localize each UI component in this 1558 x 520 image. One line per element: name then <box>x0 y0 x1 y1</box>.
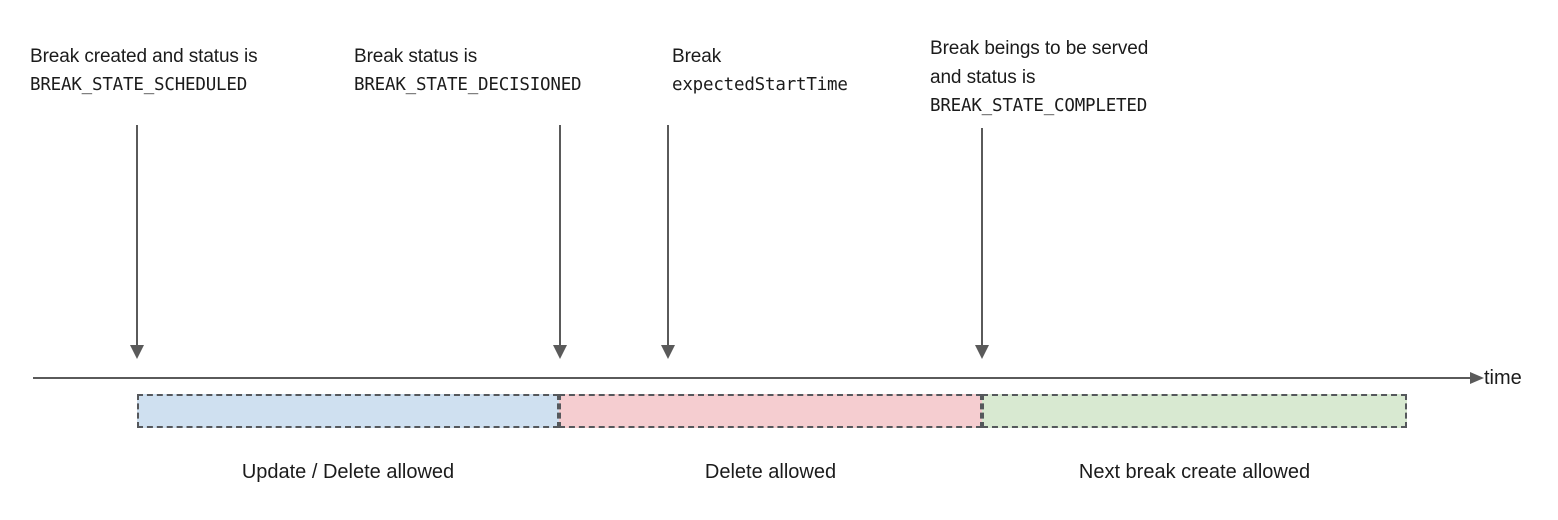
event-label-break-decisioned: Break status is BREAK_STATE_DECISIONED <box>354 42 582 100</box>
arrow-down-icon <box>975 345 989 359</box>
event-label-break-completed: Break beings to be served and status is … <box>930 34 1148 121</box>
arrow-shaft <box>136 125 138 346</box>
arrow-shaft <box>981 128 983 346</box>
arrow-shaft <box>559 125 561 346</box>
axis-line <box>33 377 1470 379</box>
event-label-line-3: BREAK_STATE_COMPLETED <box>930 96 1148 116</box>
event-label-line-2: and status is <box>930 67 1036 88</box>
phase-caption-next-break-create: Next break create allowed <box>1078 461 1311 483</box>
event-label-line-2: BREAK_STATE_DECISIONED <box>354 75 582 95</box>
phase-caption-update-delete: Update / Delete allowed <box>241 461 455 483</box>
arrow-down-icon <box>130 345 144 359</box>
arrow-down-icon <box>553 345 567 359</box>
arrow-down-icon <box>661 345 675 359</box>
event-arrow-break-expected-start <box>659 125 677 359</box>
event-label-line-1: Break <box>672 46 722 67</box>
event-label-line-1: Break beings to be served <box>930 38 1149 59</box>
phase-bar-next-break-create <box>982 394 1407 428</box>
phase-bar-delete-only <box>559 394 982 428</box>
phase-caption-delete-only: Delete allowed <box>704 461 837 483</box>
phase-bar-update-delete <box>137 394 559 428</box>
event-label-break-created: Break created and status is BREAK_STATE_… <box>30 42 258 100</box>
event-label-line-1: Break status is <box>354 46 478 67</box>
event-arrow-break-decisioned <box>551 125 569 359</box>
event-label-line-2: BREAK_STATE_SCHEDULED <box>30 75 248 95</box>
event-arrow-break-completed <box>973 128 991 359</box>
event-label-break-expected-start: Break expectedStartTime <box>672 42 848 100</box>
event-arrow-break-created <box>128 125 146 359</box>
arrow-shaft <box>667 125 669 346</box>
event-label-line-2: expectedStartTime <box>672 75 848 95</box>
arrow-right-icon <box>1470 372 1484 384</box>
event-label-line-1: Break created and status is <box>30 46 258 67</box>
axis-label-time: time <box>1484 367 1522 389</box>
